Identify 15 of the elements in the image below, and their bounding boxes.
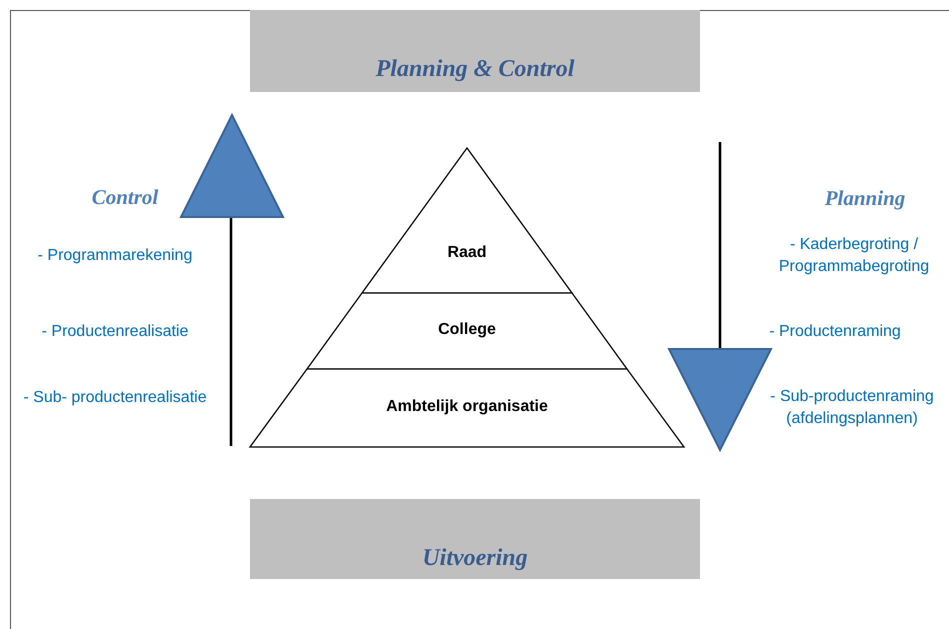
list-item: - Productenrealisatie — [42, 323, 188, 340]
header-band — [250, 10, 700, 92]
list-item: - Productenraming — [769, 323, 901, 340]
list-item: - Sub- productenrealisatie — [23, 389, 207, 406]
list-item: - Programmarekening — [38, 247, 192, 264]
layer-label: Ambtelijk organisatie — [386, 398, 548, 415]
layer-label: Raad — [447, 244, 487, 261]
layer-label: College — [438, 321, 496, 338]
band-title: Uitvoering — [422, 545, 528, 571]
column-heading: Control — [92, 185, 158, 209]
column-heading: Planning — [824, 186, 906, 210]
list-item: - Kaderbegroting / Programmabegroting — [778, 236, 930, 275]
band-title: Planning & Control — [376, 56, 574, 82]
footer-band — [250, 499, 700, 579]
list-item: - Sub-productenraming (afdelingsplannen) — [770, 388, 934, 427]
